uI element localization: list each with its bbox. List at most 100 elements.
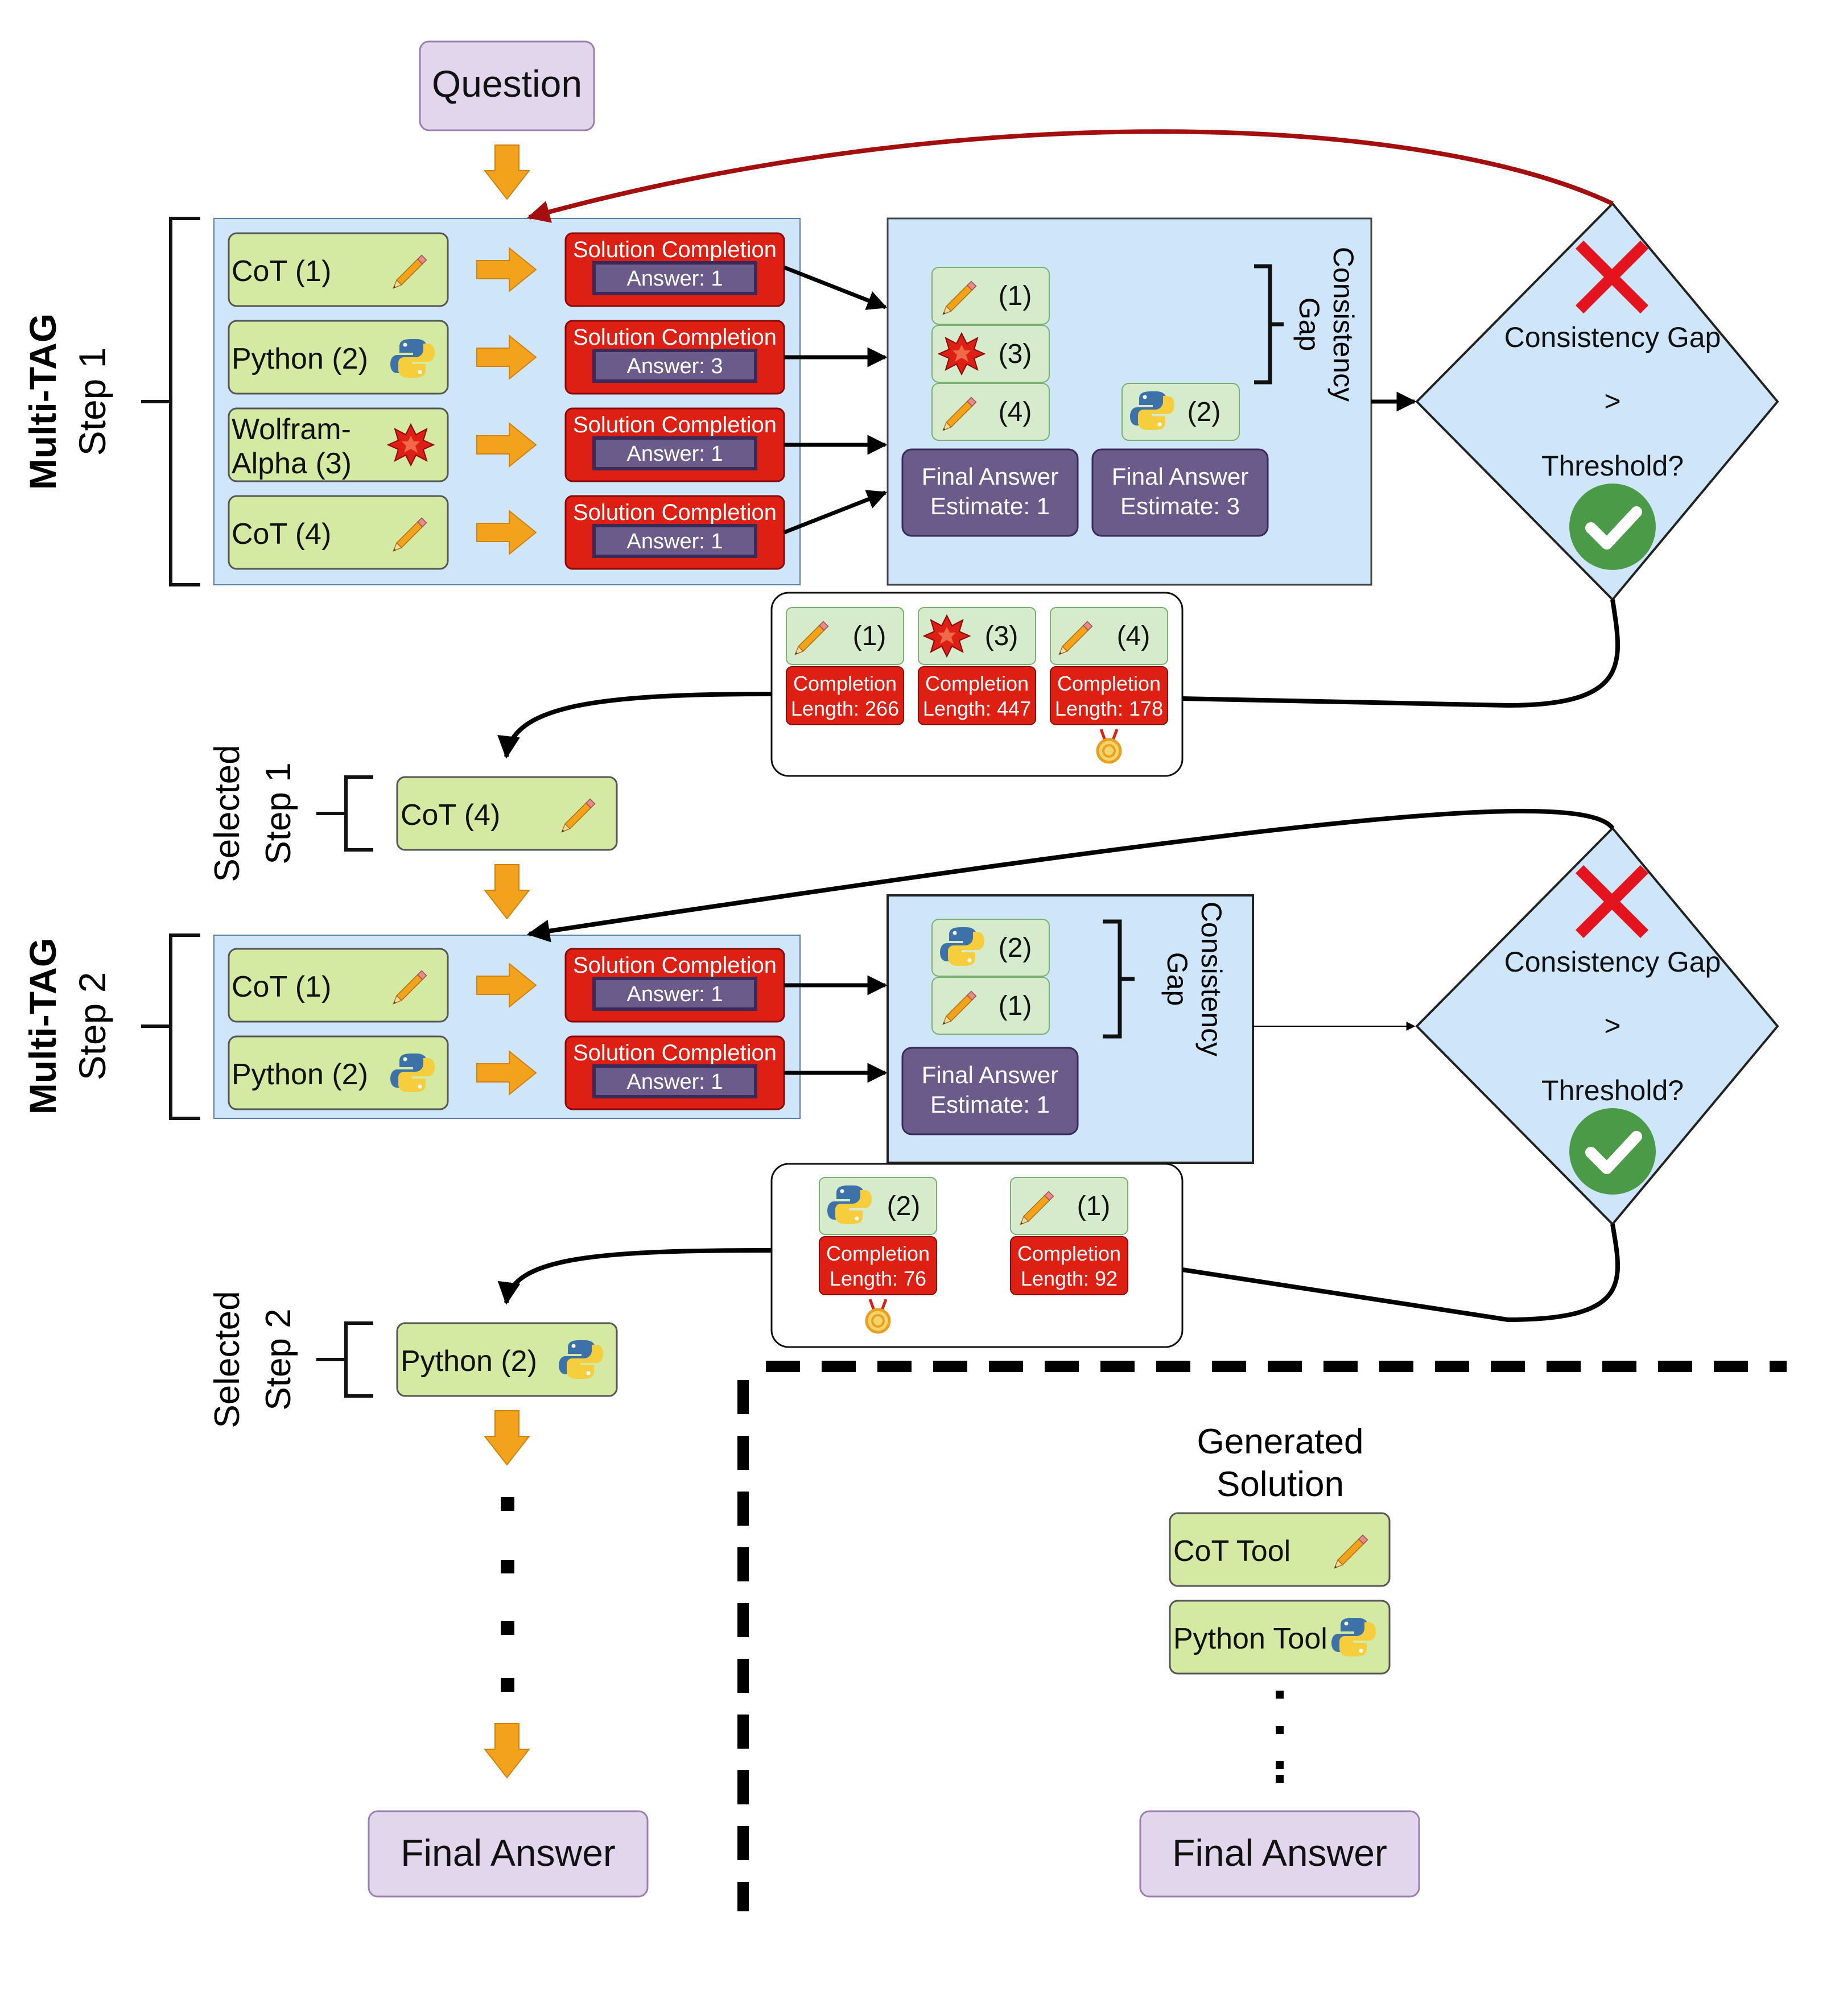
step2-completion-1: Solution Completion Answer: 1 (564, 948, 785, 1023)
step1-group-answer1: (1) (3) (4) (931, 267, 1050, 441)
svg-text:Alpha (3): Alpha (3) (232, 447, 352, 480)
svg-text:(2): (2) (999, 933, 1032, 963)
step2-tool-python2: Python (2) (228, 1035, 449, 1110)
flow-diamond2-to-ranking (1182, 1224, 1620, 1323)
check-icon (1569, 1108, 1656, 1195)
svg-text:Answer: 1: Answer: 1 (627, 442, 723, 466)
svg-text:>: > (1604, 385, 1621, 417)
svg-text:Completion: Completion (1017, 1242, 1121, 1265)
svg-text:Python (2): Python (2) (232, 342, 368, 375)
step2-label-bold: Multi-TAG (22, 938, 64, 1114)
svg-text:Threshold?: Threshold? (1541, 450, 1684, 482)
wolfram-icon (923, 615, 970, 657)
step1-bracket (141, 217, 200, 586)
svg-text:Answer: 3: Answer: 3 (627, 354, 723, 378)
svg-text:CoT (1): CoT (1) (232, 970, 331, 1003)
svg-text:Estimate: 1: Estimate: 1 (930, 493, 1050, 519)
red-feedback-arrow-1 (527, 129, 1614, 223)
svg-text:CoT Tool: CoT Tool (1173, 1535, 1290, 1568)
selected1-bracket (316, 775, 373, 852)
svg-text:Threshold?: Threshold? (1541, 1075, 1684, 1106)
legend-title-1: Generated (1197, 1422, 1364, 1461)
svg-text:CoT (1): CoT (1) (232, 255, 331, 288)
step2-estimate-1: Final Answer Estimate: 1 (901, 1047, 1079, 1135)
decision-diamond-2: Consistency Gap > Threshold? (1415, 827, 1779, 1226)
legend-cot-tool: CoT Tool (1169, 1512, 1391, 1587)
svg-text:(1): (1) (1077, 1191, 1111, 1221)
step1-completion-4: Solution Completion Answer: 1 (564, 495, 785, 570)
svg-text:>: > (1604, 1010, 1621, 1042)
svg-text:Answer: 1: Answer: 1 (627, 1070, 723, 1094)
final-answer-legend: Final Answer (1139, 1810, 1420, 1898)
step2-group-answer1: (2) (1) (931, 919, 1050, 1035)
svg-text:Length: 178: Length: 178 (1055, 697, 1163, 720)
selected1-label-1: Selected (208, 745, 247, 882)
svg-text:Final Answer: Final Answer (922, 463, 1058, 490)
selected2-label-2: Step 2 (259, 1308, 298, 1410)
svg-text:Consistency Gap: Consistency Gap (1504, 946, 1721, 978)
selected2-label-1: Selected (208, 1291, 247, 1428)
step1-gap-bracket (1254, 264, 1284, 385)
step1-tool-wolfram3: Wolfram- Alpha (3) (228, 407, 449, 482)
selected2-bracket (316, 1321, 373, 1398)
svg-text:Completion: Completion (925, 672, 1029, 695)
step1-group-answer3: (2) (1121, 383, 1240, 441)
svg-text:Solution Completion: Solution Completion (573, 237, 777, 262)
svg-text:Final Answer: Final Answer (1112, 463, 1248, 490)
svg-text:(3): (3) (999, 339, 1032, 369)
decision-diamond-1: Consistency Gap > Threshold? (1415, 202, 1779, 601)
continuation-dots-legend (1276, 1691, 1284, 1783)
step1-completion-1: Solution Completion Answer: 1 (564, 232, 785, 307)
svg-text:Length: 447: Length: 447 (923, 697, 1031, 720)
svg-text:Answer: 1: Answer: 1 (627, 267, 723, 291)
step1-black-arrows (783, 265, 888, 535)
svg-text:(1): (1) (999, 281, 1032, 311)
black-feedback-arrow-2 (527, 808, 1615, 943)
step1-label-sub: Step 1 (71, 348, 113, 456)
svg-text:CoT (4): CoT (4) (401, 799, 500, 832)
flow-diamond1-to-ranking (1182, 599, 1621, 708)
svg-text:Final Answer: Final Answer (401, 1832, 616, 1874)
step1-completion-2: Solution Completion Answer: 3 (564, 320, 785, 395)
step1-orange-arrows (476, 246, 537, 556)
svg-text:Final Answer: Final Answer (922, 1061, 1058, 1088)
step2-gap-label-2: Gap (1161, 952, 1193, 1006)
flow-ranking-to-selected2 (497, 1248, 772, 1305)
step1-completion-3: Solution Completion Answer: 1 (564, 407, 785, 482)
svg-text:Solution Completion: Solution Completion (573, 412, 777, 437)
svg-text:Length: 76: Length: 76 (830, 1267, 926, 1290)
svg-text:Completion: Completion (1057, 672, 1161, 695)
svg-text:Estimate: 1: Estimate: 1 (930, 1091, 1050, 1118)
svg-text:Completion: Completion (826, 1242, 930, 1265)
svg-text:(3): (3) (985, 621, 1019, 651)
final-answer-left: Final Answer (368, 1810, 649, 1898)
step1-gap-label: Consistency (1327, 247, 1359, 402)
svg-text:(1): (1) (999, 991, 1032, 1021)
svg-text:Answer: 1: Answer: 1 (627, 530, 723, 553)
step1-tool-python2: Python (2) (228, 320, 449, 395)
step2-orange-arrows (476, 962, 537, 1096)
wolfram-icon (387, 424, 434, 466)
step2-ranking-box: (2) Completion Length: 76 (1) Completion… (770, 1163, 1184, 1348)
svg-text:Solution Completion: Solution Completion (573, 953, 777, 978)
svg-text:Question: Question (432, 63, 582, 105)
step2-gap-label: Consistency (1195, 902, 1227, 1056)
svg-text:Length: 266: Length: 266 (791, 697, 899, 720)
step1-estimate-3: Final Answer Estimate: 3 (1091, 448, 1269, 537)
svg-text:Final Answer: Final Answer (1172, 1832, 1387, 1874)
svg-text:Length: 92: Length: 92 (1021, 1267, 1118, 1290)
check-icon (1569, 484, 1656, 570)
wolfram-icon (938, 333, 985, 375)
step2-gap-bracket (1103, 919, 1135, 1039)
legend-dashed-border (737, 1361, 1787, 1911)
legend-title-2: Solution (1217, 1465, 1344, 1504)
orange-arrow-selected2 (483, 1410, 531, 1466)
svg-text:Solution Completion: Solution Completion (573, 325, 777, 350)
svg-text:(4): (4) (1117, 621, 1151, 651)
orange-arrow-question (483, 144, 531, 200)
svg-text:Completion: Completion (793, 672, 897, 695)
orange-arrow-selected1 (483, 864, 531, 920)
svg-text:(4): (4) (999, 397, 1032, 427)
svg-text:Solution Completion: Solution Completion (573, 1040, 777, 1065)
